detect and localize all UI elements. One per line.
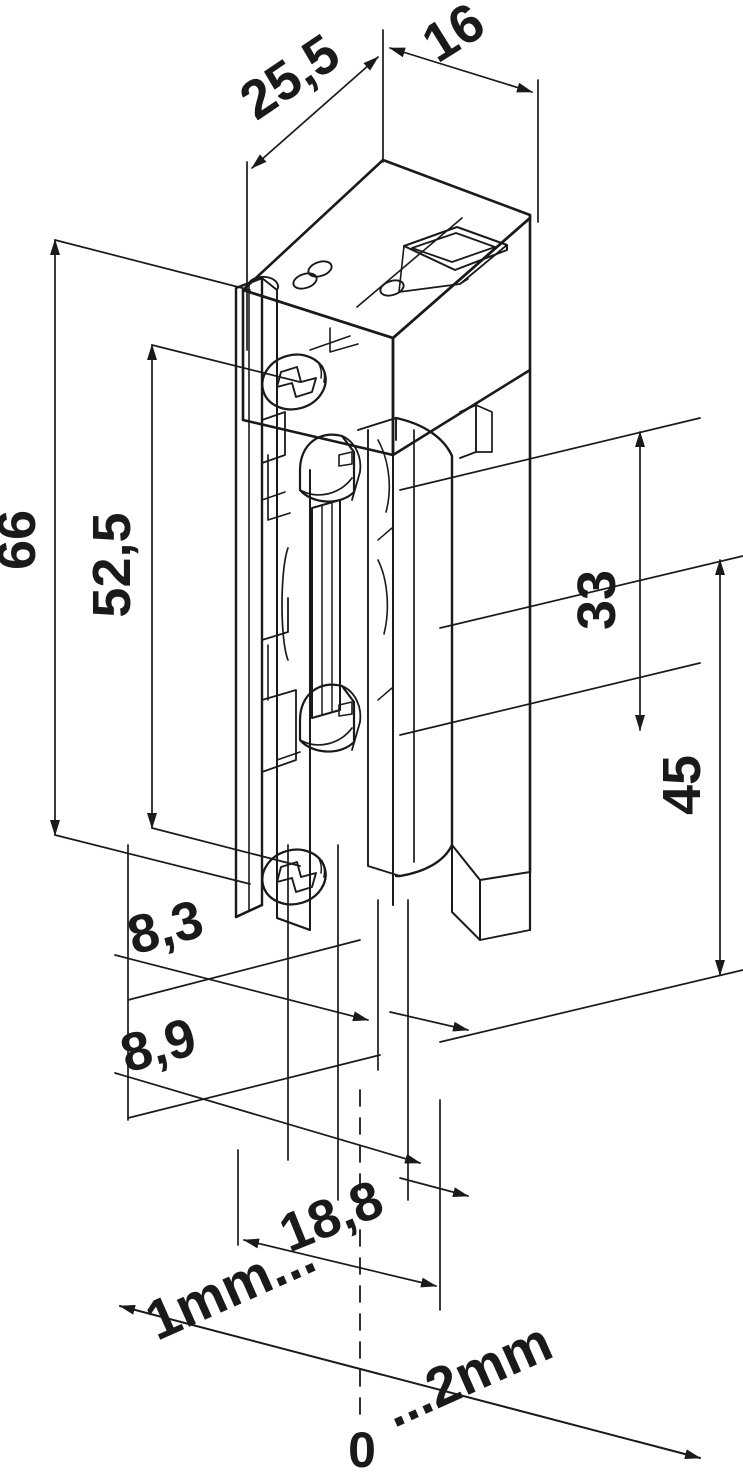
scale-axis-line bbox=[119, 1304, 701, 1460]
screw-upper bbox=[261, 353, 327, 411]
ext-8-3-lower bbox=[127, 939, 361, 1001]
top-slot-inner bbox=[411, 232, 496, 263]
screw-lower bbox=[261, 848, 327, 906]
ext-52-top bbox=[151, 344, 301, 383]
ext-66-bottom bbox=[54, 834, 251, 885]
label-width-16: 16 bbox=[412, 0, 495, 74]
dim-line-18-8 bbox=[243, 1238, 437, 1288]
top-hole-upper bbox=[307, 260, 333, 278]
ext-45-bottom bbox=[439, 969, 743, 1043]
dim-tick-8-3 bbox=[389, 1011, 469, 1032]
label-scale-left: 1mm... bbox=[136, 1222, 324, 1352]
top-hole-right bbox=[379, 279, 405, 297]
label-offset-8-3: 8,3 bbox=[121, 889, 209, 966]
label-height-45: 45 bbox=[652, 755, 712, 815]
label-height-33: 33 bbox=[567, 570, 627, 630]
housing-right-wall bbox=[391, 216, 532, 457]
ext-33-bottom bbox=[399, 662, 701, 736]
lower-bracket bbox=[451, 844, 532, 941]
side-tab bbox=[459, 404, 493, 459]
latch-cavity bbox=[281, 433, 362, 753]
dim-line-8-9 bbox=[114, 1072, 421, 1164]
strike-body-3d bbox=[234, 158, 532, 941]
label-scale-origin: 0 bbox=[348, 1422, 376, 1478]
dim-line-25-5 bbox=[251, 56, 379, 169]
label-height-52-5: 52,5 bbox=[82, 512, 142, 617]
ext-33-top bbox=[399, 417, 701, 491]
dimension-lines bbox=[50, 29, 743, 1460]
label-scale-right: ...2mm bbox=[373, 1309, 561, 1439]
dim-line-8-3 bbox=[114, 954, 369, 1022]
dim-tick-8-9 bbox=[399, 1177, 469, 1197]
ext-66-top bbox=[54, 239, 251, 291]
ext-52-bottom bbox=[151, 827, 301, 867]
dim-line-16 bbox=[389, 47, 533, 93]
ext-45-top bbox=[439, 555, 743, 629]
label-height-66: 66 bbox=[0, 510, 47, 570]
top-hole-lower bbox=[292, 272, 318, 290]
latch-lip bbox=[357, 416, 454, 878]
label-depth-25-5: 25,5 bbox=[230, 23, 351, 132]
